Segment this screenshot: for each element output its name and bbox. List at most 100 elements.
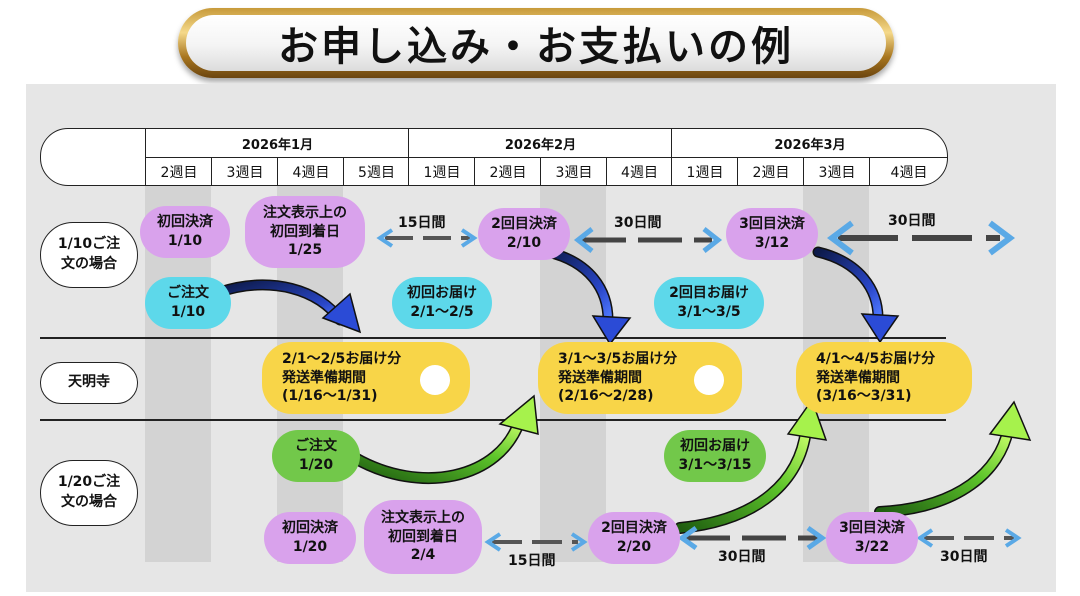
period-marker-dot [420, 365, 450, 395]
bubble-label: 3回目決済 [739, 216, 805, 233]
blue-curve-arrow [214, 279, 362, 334]
payment-bubble-third: 3回目決済 3/22 [826, 512, 918, 564]
bubble-line: (1/16〜1/31) [282, 388, 378, 405]
bubble-label: ご注文 [295, 438, 337, 455]
interval-label: 30日間 [614, 215, 662, 231]
bubble-date: 1/20 [292, 539, 328, 555]
bubble-label: 3回目決済 [839, 520, 905, 537]
title-banner: お申し込み・お支払いの例 [178, 8, 894, 78]
bubble-date: 1/25 [287, 242, 323, 259]
month-header-jan: 2026年1月 [145, 129, 409, 157]
interval-label: 30日間 [718, 549, 766, 565]
bubble-date: 2/10 [506, 235, 542, 251]
prep-period-bubble: 3/1〜3/5お届け分 発送準備期間 (2/16〜2/28) [538, 342, 742, 414]
bubble-line: (3/16〜3/31) [816, 388, 912, 405]
bubble-range: 2/1〜2/5 [410, 304, 474, 320]
week-cell: 4週目 [277, 157, 344, 185]
delivery-bubble-first: 初回お届け 2/1〜2/5 [392, 277, 492, 329]
bubble-line: (2/16〜2/28) [558, 388, 654, 405]
calendar-header: 2026年1月 2026年2月 2026年3月 2週目 3週目 4週目 5週目 … [40, 128, 948, 186]
title-inner: お申し込み・お支払いの例 [186, 15, 886, 71]
bubble-line: 発送準備期間 [282, 369, 366, 386]
bubble-label: ご注文 [167, 285, 209, 302]
payment-bubble-first: 初回決済 1/20 [264, 512, 356, 564]
arrival-date-bubble: 注文表示上の 初回到着日 1/25 [245, 196, 365, 268]
bubble-label: 初回お届け [680, 438, 750, 455]
prep-period-bubble: 2/1〜2/5お届け分 発送準備期間 (1/16〜1/31) [262, 342, 470, 414]
interval-arrow [484, 532, 588, 552]
week-cell: 4週目 [606, 157, 672, 185]
interval-arrow [916, 528, 1022, 548]
row-divider [40, 337, 946, 339]
bubble-line: 4/1〜4/5お届け分 [816, 350, 936, 367]
order-bubble: ご注文 1/10 [145, 277, 231, 329]
bubble-line: 発送準備期間 [816, 369, 900, 386]
month-header-mar: 2026年3月 [671, 129, 947, 157]
row-label-text: 天明寺 [68, 374, 110, 391]
period-marker-dot [694, 365, 724, 395]
green-curve-arrow [674, 398, 828, 534]
bubble-label: 初回お届け [407, 285, 477, 302]
bubble-date: 2/20 [616, 539, 652, 555]
interval-label: 30日間 [940, 549, 988, 565]
green-curve-arrow [874, 400, 1032, 518]
bubble-date: 1/20 [298, 457, 334, 473]
bubble-label: 2回目決済 [601, 520, 667, 537]
week-cell: 1週目 [671, 157, 738, 185]
interval-arrow [573, 227, 723, 253]
bubble-line: 初回到着日 [388, 528, 458, 545]
order-bubble: ご注文 1/20 [272, 430, 360, 482]
interval-arrow [376, 228, 478, 248]
blue-curve-arrow [542, 246, 632, 346]
bubble-line: 注文表示上の [263, 204, 347, 221]
bubble-line: 初回到着日 [270, 223, 340, 240]
interval-label: 30日間 [888, 213, 936, 229]
bubble-line: 発送準備期間 [558, 369, 642, 386]
bubble-label: 2回目お届け [669, 285, 749, 302]
delivery-bubble-second: 2回目お届け 3/1〜3/5 [654, 277, 764, 329]
bubble-date: 1/10 [170, 304, 206, 320]
bubble-label: 初回決済 [282, 520, 338, 537]
month-header-feb: 2026年2月 [408, 129, 672, 157]
bubble-label: 初回決済 [157, 214, 213, 231]
bubble-line: 注文表示上の [381, 509, 465, 526]
payment-bubble-third: 3回目決済 3/12 [726, 208, 818, 260]
interval-label: 15日間 [508, 553, 556, 569]
arrival-date-bubble: 注文表示上の 初回到着日 2/4 [364, 500, 482, 574]
week-cell: 2週目 [474, 157, 541, 185]
bubble-date: 3/12 [754, 235, 790, 251]
prep-period-bubble: 4/1〜4/5お届け分 発送準備期間 (3/16〜3/31) [796, 342, 972, 414]
row-label-text: 1/10ご注文の場合 [57, 236, 121, 272]
blue-curve-arrow [812, 246, 900, 344]
row-label-order-jan10: 1/10ご注文の場合 [40, 222, 138, 288]
bubble-line: 2/1〜2/5お届け分 [282, 350, 402, 367]
delivery-bubble-first: 初回お届け 3/1〜3/15 [664, 430, 766, 482]
row-label-temple: 天明寺 [40, 362, 138, 404]
row-divider [40, 419, 946, 421]
bubble-date: 1/10 [167, 233, 203, 249]
bubble-range: 3/1〜3/5 [677, 304, 741, 320]
row-label-order-jan20: 1/20ご注文の場合 [40, 460, 138, 526]
payment-bubble-first: 初回決済 1/10 [140, 206, 230, 258]
bubble-label: 2回目決済 [491, 216, 557, 233]
week-cell: 2週目 [145, 157, 212, 185]
green-curve-arrow [349, 394, 539, 484]
bubble-date: 2/4 [410, 547, 436, 564]
bubble-date: 3/22 [854, 539, 890, 555]
interval-arrow [677, 525, 827, 551]
week-cell: 2週目 [737, 157, 804, 185]
interval-arrow [827, 220, 1015, 256]
week-cell: 1週目 [408, 157, 475, 185]
page-title: お申し込み・お支払いの例 [278, 23, 794, 70]
week-cell: 4週目 [869, 157, 947, 185]
week-cell: 3週目 [803, 157, 870, 185]
bubble-line: 3/1〜3/5お届け分 [558, 350, 678, 367]
row-label-text: 1/20ご注文の場合 [57, 474, 121, 510]
interval-label: 15日間 [398, 215, 446, 231]
week-cell: 3週目 [211, 157, 278, 185]
week-cell: 3週目 [540, 157, 607, 185]
bubble-range: 3/1〜3/15 [678, 457, 752, 473]
payment-bubble-second: 2回目決済 2/10 [478, 208, 570, 260]
payment-bubble-second: 2回目決済 2/20 [588, 512, 680, 564]
